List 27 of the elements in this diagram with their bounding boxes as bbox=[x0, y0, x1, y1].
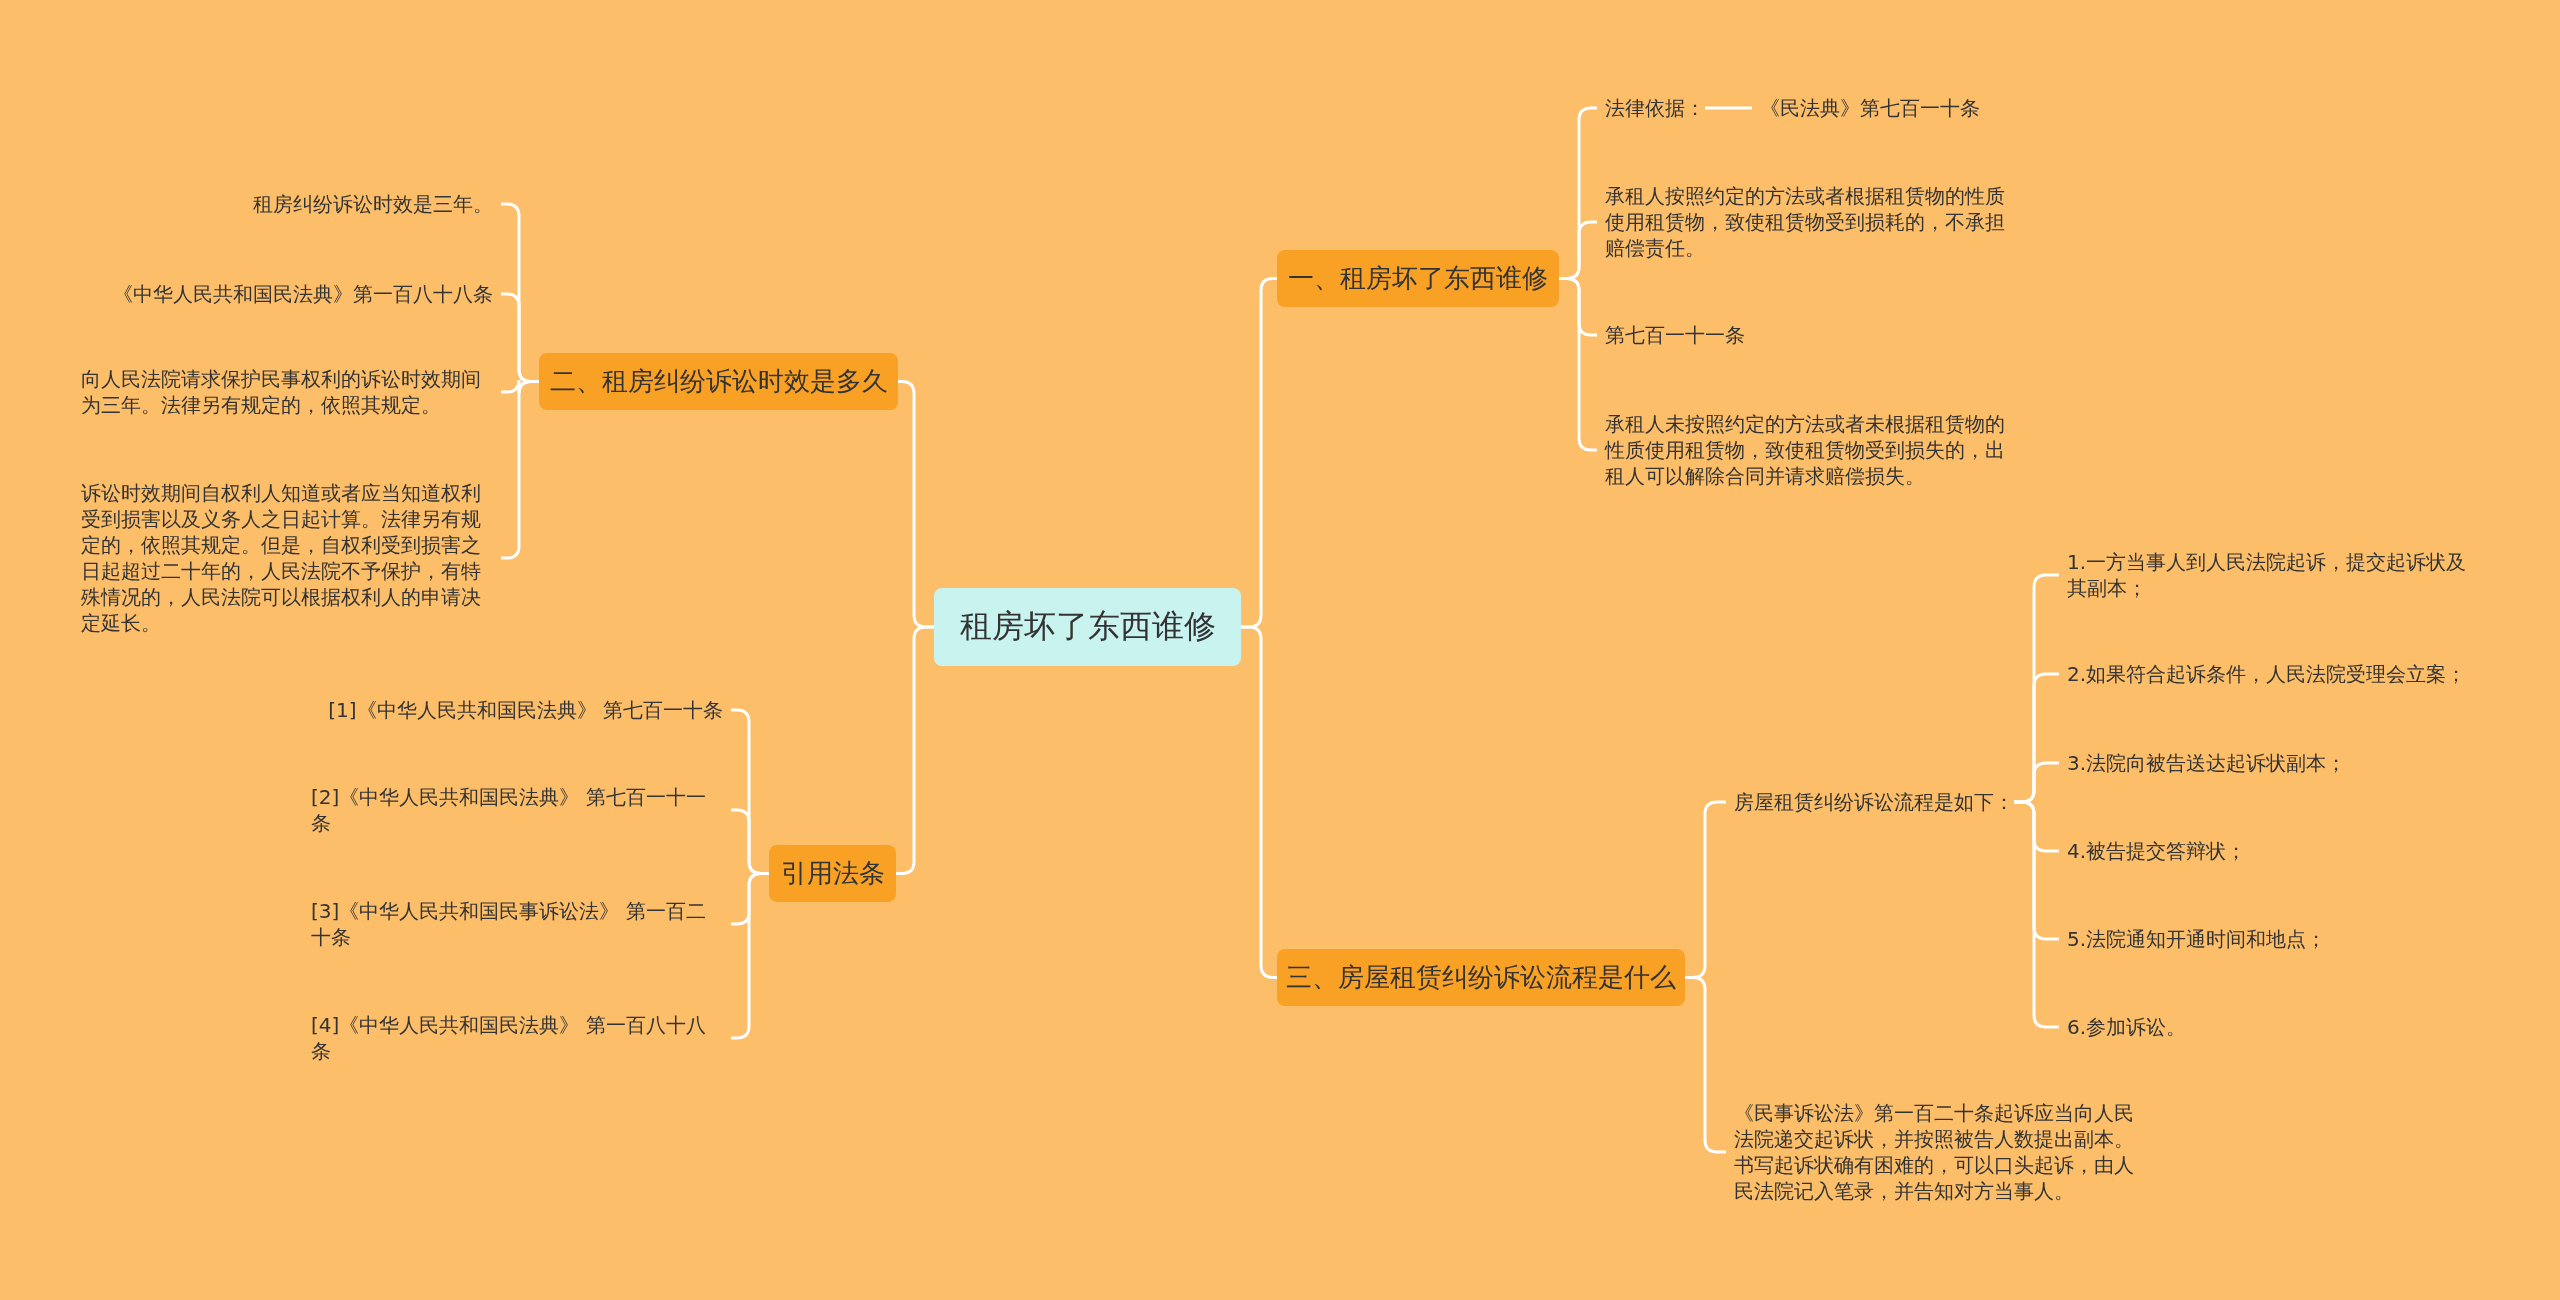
branch-text: 1.一方当事人到人民法院起诉，提交起诉状及其副本； bbox=[2059, 549, 2479, 601]
branch-text: 诉讼时效期间自权利人知道或者应当知道权利受到损害以及义务人之日起计算。法律另有规定的，依照其规定。但是，自权利受到损害之日起超过二十年的，人民法院不予保护，有特殊情况的，人民法院可以根据权利人的申请决定延长。 bbox=[81, 480, 501, 636]
branch-text: 租房纠纷诉讼时效是三年。 bbox=[253, 191, 501, 217]
topic-box: 三、房屋租赁纠纷诉讼流程是什么 bbox=[1277, 948, 1685, 1006]
branch-text: [4]《中华人民共和国民法典》 第一百八十八条 bbox=[311, 1012, 731, 1064]
branch-text: [1]《中华人民共和国民法典》 第七百一十条 bbox=[311, 697, 731, 723]
branch-text: 6.参加诉讼。 bbox=[2059, 1014, 2479, 1040]
topic-box: 二、租房纠纷诉讼时效是多久 bbox=[539, 352, 898, 410]
topic-box: 引用法条 bbox=[769, 844, 896, 902]
branch-text: 向人民法院请求保护民事权利的诉讼时效期间为三年。法律另有规定的，依照其规定。 bbox=[81, 366, 501, 418]
branch-text: 房屋租赁纠纷诉讼流程是如下： bbox=[1726, 789, 2014, 815]
branch-text: 3.法院向被告送达起诉状副本； bbox=[2059, 750, 2479, 776]
branch-text: 2.如果符合起诉条件，人民法院受理会立案； bbox=[2059, 661, 2479, 687]
branch-text: 4.被告提交答辩状； bbox=[2059, 838, 2479, 864]
connector-line bbox=[1705, 106, 1752, 110]
branch-text: 承租人按照约定的方法或者根据租赁物的性质使用租赁物，致使租赁物受到损耗的，不承担赔偿责任。 bbox=[1597, 183, 2017, 261]
branch-text: [3]《中华人民共和国民事诉讼法》 第一百二十条 bbox=[311, 898, 731, 950]
branch-text: 法律依据： bbox=[1597, 95, 1705, 121]
branch-text: 《民事诉讼法》第一百二十条起诉应当向人民法院递交起诉状，并按照被告人数提出副本。书写起诉状确有困难的，可以口头起诉，由人民法院记入笔录，并告知对方当事人。 bbox=[1726, 1100, 2146, 1204]
branch-text: 第七百一十一条 bbox=[1597, 322, 1745, 348]
branch-text: 《民法典》第七百一十条 bbox=[1752, 95, 1980, 121]
topic-box: 一、租房坏了东西谁修 bbox=[1277, 249, 1559, 307]
branch-text: [2]《中华人民共和国民法典》 第七百一十一条 bbox=[311, 784, 731, 836]
branch-text: 5.法院通知开通时间和地点； bbox=[2059, 926, 2479, 952]
branch-text: 《中华人民共和国民法典》第一百八十八条 bbox=[113, 281, 501, 307]
branch-text: 承租人未按照约定的方法或者未根据租赁物的性质使用租赁物，致使租赁物受到损失的，出租人可以解除合同并请求赔偿损失。 bbox=[1597, 411, 2017, 489]
central-topic-box: 租房坏了东西谁修 bbox=[934, 588, 1241, 666]
